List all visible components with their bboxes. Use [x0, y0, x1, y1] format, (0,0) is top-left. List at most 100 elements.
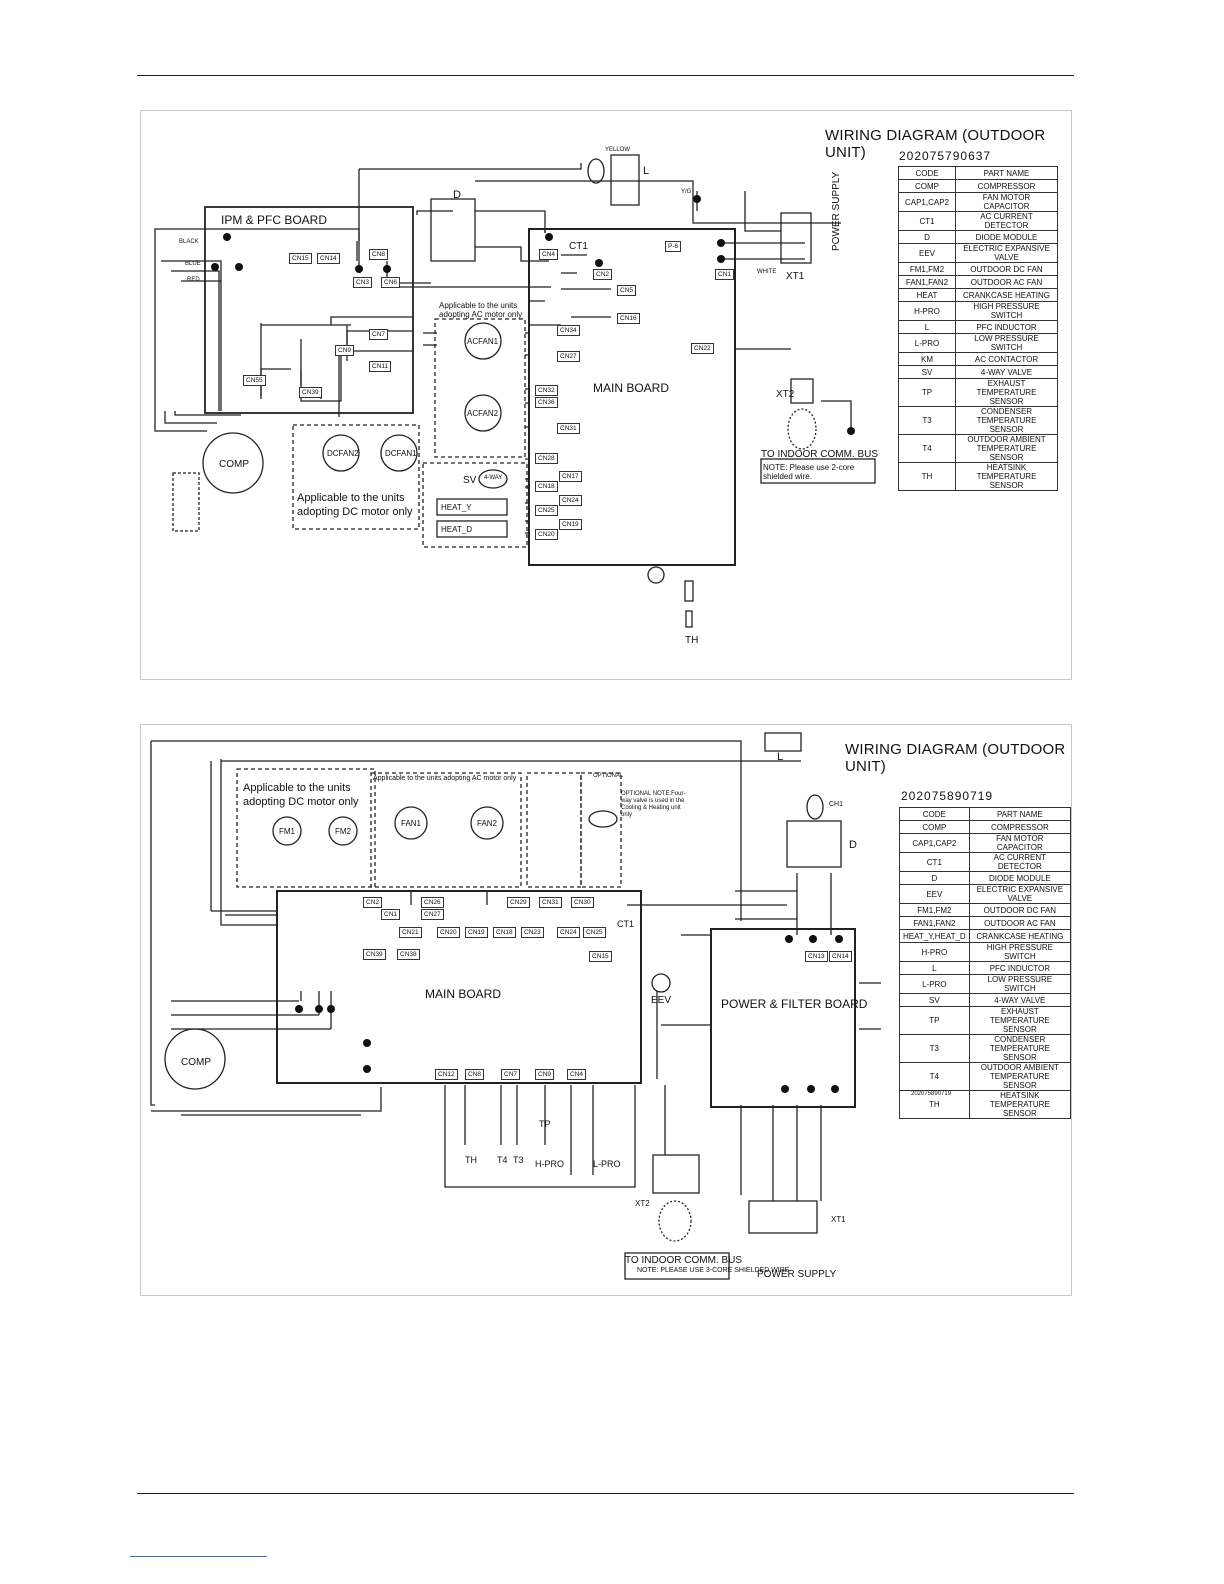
part-name: LOW PRESSURE SWITCH [955, 333, 1058, 353]
cn36-box: CN36 [535, 397, 558, 408]
cn14-2-box: CN14 [829, 951, 852, 962]
part-code: H-PRO [899, 942, 970, 962]
part-name: OUTDOOR DC FAN [968, 903, 1072, 917]
cn38-box: CN38 [397, 949, 420, 960]
part-name: PFC INDUCTOR [968, 961, 1072, 975]
cn2-box: CN2 [593, 269, 613, 280]
acfan2-label: ACFAN2 [467, 409, 499, 418]
cn5-box: CN5 [617, 285, 637, 296]
cn28-box: CN28 [535, 453, 558, 464]
four-way-label: 4-WAY [484, 475, 503, 481]
ac-motor-note: Applicable to the units adopting AC moto… [439, 301, 523, 319]
part-code: CAP1,CAP2 [899, 833, 970, 853]
fan-fm2: FM2 [335, 827, 351, 836]
ch1-label: CH1 [829, 801, 844, 808]
ipm-pfc-board-outline [204, 206, 414, 414]
cn15-box: CN15 [289, 253, 312, 264]
part-code: COMP [898, 179, 956, 193]
part-name: PART NAME [955, 166, 1058, 180]
part-code: H-PRO [898, 301, 956, 321]
cn16-box: CN16 [617, 313, 640, 324]
part-code: FM1,FM2 [899, 903, 970, 917]
cn31-box: CN31 [557, 423, 580, 434]
wiring-diagram-1: WIRING DIAGRAM (OUTDOOR UNIT) 2020757906… [140, 110, 1072, 680]
diagram-1-drawing [154, 154, 876, 628]
part-name: OUTDOOR DC FAN [955, 262, 1058, 276]
diagram-1-title: WIRING DIAGRAM (OUTDOOR UNIT) [825, 127, 1046, 161]
part-name: AC CONTACTOR [955, 352, 1058, 366]
part-code: HEAT_Y,HEAT_D [899, 929, 970, 943]
cn26-box: CN26 [421, 897, 444, 908]
part-name: CONDENSER TEMPERATURE SENSOR [968, 1034, 1072, 1063]
sensor-t4: T4 [497, 1155, 508, 1165]
cn25-box: CN25 [535, 505, 558, 516]
cn32-box: CN32 [535, 385, 558, 396]
main-board-2-label: MAIN BOARD [425, 987, 502, 1001]
part-name: LOW PRESSURE SWITCH [968, 974, 1072, 994]
part-code: L-PRO [898, 333, 956, 353]
wire-black-1: BLACK [179, 239, 199, 245]
bus-note-2: NOTE: PLEASE USE 3-CORE SHIELDED WIRE [637, 1267, 790, 1274]
part-code: CODE [899, 807, 970, 821]
part-code: L [898, 320, 956, 334]
sv-label: SV [463, 475, 477, 486]
optional-note: OPTIONAL NOTE:Four-way valve is used in … [621, 791, 686, 818]
cn31-2-box: CN31 [539, 897, 562, 908]
cn1-box: CN1 [715, 269, 735, 280]
cn11-box: CN11 [369, 361, 392, 372]
ct1-2-label: CT1 [617, 919, 635, 929]
part-code: T3 [899, 1034, 970, 1063]
fan-fan1: FAN1 [401, 819, 422, 828]
part-name: OUTDOOR AC FAN [968, 916, 1072, 930]
part-name: DIODE MODULE [955, 230, 1058, 244]
part-name: 4-WAY VALVE [968, 993, 1072, 1007]
dc-motor-note: Applicable to the units adopting DC moto… [297, 492, 413, 518]
sensor-th: TH [465, 1155, 477, 1165]
wiring-diagram-2: WIRING DIAGRAM (OUTDOOR UNIT) 2020758907… [140, 724, 1072, 1296]
footer-link[interactable] [130, 1556, 267, 1557]
part-name: DIODE MODULE [968, 871, 1072, 885]
ac-motor-note-2: Applicable to the units adopting AC moto… [373, 775, 517, 782]
diagram-2-footer-number: 202075890719 [911, 1091, 952, 1097]
wire-yellow-1: YELLOW [605, 147, 631, 153]
part-name: OUTDOOR AMBIENT TEMPERATURE SENSOR [968, 1062, 1072, 1091]
cn9-box: CN9 [335, 345, 355, 356]
bus-note: NOTE: Please use 2-core shielded wire. [763, 463, 855, 481]
part-code: CAP1,CAP2 [898, 192, 956, 212]
part-code: T4 [899, 1062, 970, 1091]
diode-module [430, 198, 476, 262]
cn34-box: CN34 [557, 325, 580, 336]
header-rule [137, 75, 1074, 76]
cn9-2-box: CN9 [535, 1069, 555, 1080]
cn27-box: CN27 [557, 351, 580, 362]
diode-2-label: D [849, 839, 857, 851]
part-name: HEATSINK TEMPERATURE SENSOR [968, 1090, 1072, 1119]
part-code: L-PRO [899, 974, 970, 994]
part-code: FM1,FM2 [898, 262, 956, 276]
part-code: HEAT [898, 288, 956, 302]
part-code: TH [899, 1090, 970, 1119]
inductor-label: L [643, 165, 650, 177]
part-name: AC CURRENT DETECTOR [968, 852, 1072, 872]
power-filter-board-outline [710, 928, 856, 1108]
indoor-bus-label: TO INDOOR COMM. BUS [761, 449, 879, 460]
part-name: ELECTRIC EXPANSIVE VALVE [955, 243, 1058, 263]
part-name: CRANKCASE HEATING [968, 929, 1072, 943]
